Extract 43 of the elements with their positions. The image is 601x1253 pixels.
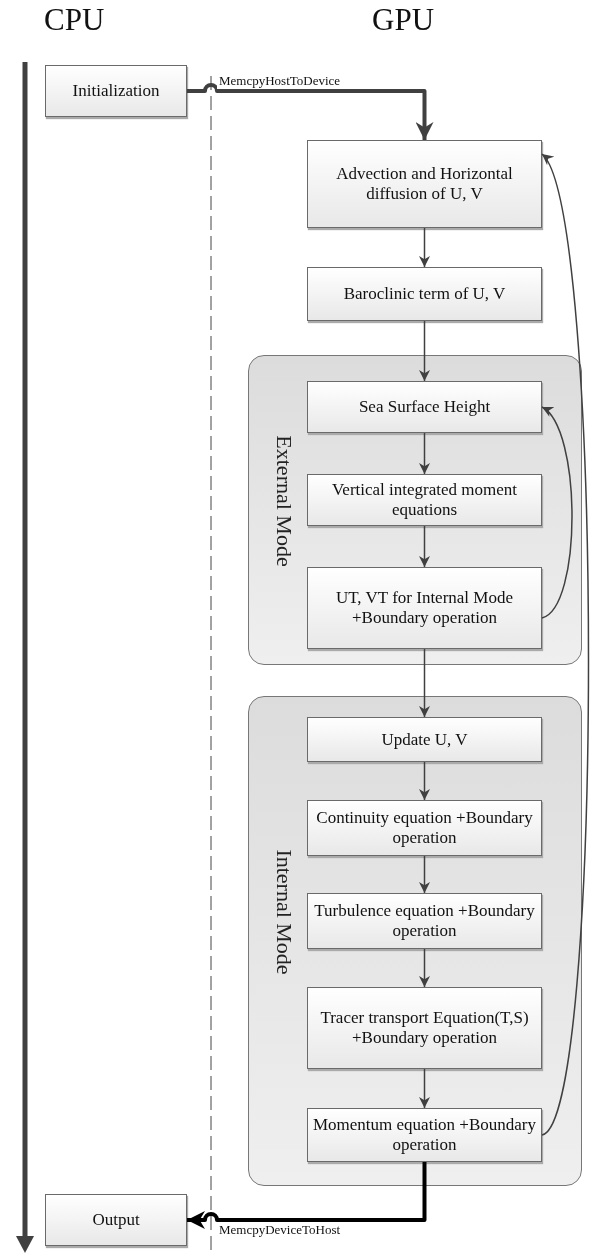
process-box bbox=[307, 567, 542, 649]
arrow bbox=[187, 83, 434, 140]
box-label: Tracer transport Equation(T,S) +Boundary operation bbox=[319, 1008, 530, 1048]
process-box bbox=[307, 893, 542, 949]
arrow bbox=[419, 948, 430, 988]
box-label: Turbulence equation +Boundary operation bbox=[313, 901, 536, 941]
process-box bbox=[307, 987, 542, 1069]
process-box bbox=[307, 140, 542, 228]
process-box bbox=[307, 800, 542, 856]
column-heading: CPU bbox=[44, 2, 105, 38]
box-label: Vertical integrated moment equations bbox=[330, 480, 518, 520]
arrow bbox=[419, 227, 430, 268]
arrow bbox=[419, 761, 430, 801]
process-box bbox=[45, 1194, 187, 1246]
arrow bbox=[419, 432, 430, 475]
process-box bbox=[307, 381, 542, 433]
column-heading: GPU bbox=[372, 2, 434, 38]
box-label: Sea Surface Height bbox=[358, 397, 491, 417]
box-label: UT, VT for Internal Mode +Boundary operation bbox=[334, 588, 514, 628]
box-label: Initialization bbox=[72, 81, 160, 101]
arrow bbox=[419, 525, 430, 568]
box-label: Update U, V bbox=[381, 729, 468, 750]
arrow bbox=[541, 406, 573, 619]
box-label: Baroclinic term of U, V bbox=[343, 284, 506, 304]
box-label: Momentum equation +Boundary operation bbox=[312, 1115, 537, 1155]
arrow bbox=[187, 1162, 427, 1229]
box-label: Continuity equation +Boundary operation bbox=[315, 808, 534, 848]
box-label: Output bbox=[92, 1210, 140, 1230]
arrow bbox=[541, 153, 590, 1136]
process-box bbox=[307, 717, 542, 762]
process-box bbox=[307, 474, 542, 526]
mode-panel bbox=[248, 696, 582, 1186]
process-box bbox=[307, 1108, 542, 1162]
arrow bbox=[419, 320, 430, 382]
mode-panel bbox=[248, 355, 582, 665]
arrow bbox=[419, 1068, 430, 1109]
group-label: Internal Mode bbox=[270, 849, 297, 975]
arrow bbox=[419, 648, 430, 718]
process-box bbox=[45, 65, 187, 117]
box-label: Advection and Horizontal diffusion of U, V bbox=[335, 164, 514, 204]
process-box bbox=[307, 267, 542, 321]
group-label: External Mode bbox=[270, 435, 297, 567]
arrow bbox=[419, 855, 430, 894]
